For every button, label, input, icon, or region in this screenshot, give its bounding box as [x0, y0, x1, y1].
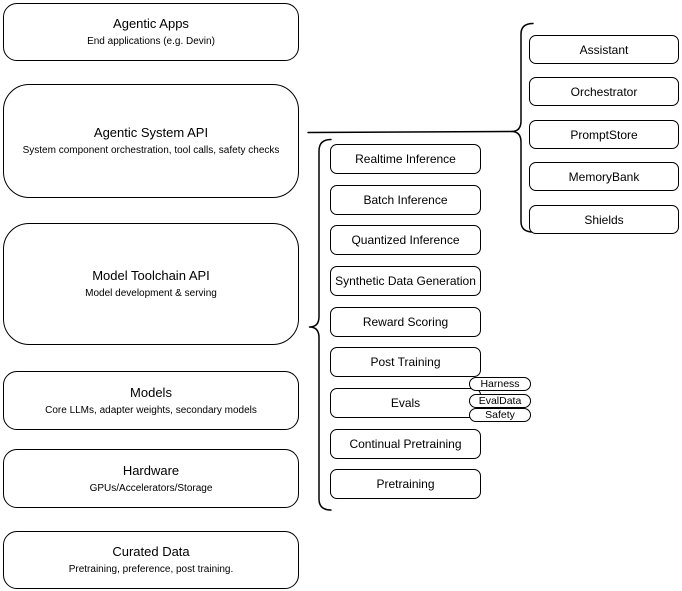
node-subtitle: GPUs/Accelerators/Storage: [89, 482, 213, 494]
node-label: PromptStore: [570, 127, 638, 142]
node-quantized-inference: Quantized Inference: [330, 225, 481, 255]
node-subtitle: Model development & serving: [85, 288, 217, 299]
node-assistant: Assistant: [529, 35, 679, 64]
node-realtime-inference: Realtime Inference: [330, 144, 481, 174]
node-batch-inference: Batch Inference: [330, 185, 481, 215]
node-title: Model Toolchain API: [92, 268, 210, 283]
node-agentic-system-api: Agentic System API System component orch…: [3, 84, 299, 198]
node-title: Models: [130, 384, 172, 400]
pill-label: EvalData: [478, 394, 522, 407]
node-pretraining: Pretraining: [330, 469, 481, 499]
pill-harness: Harness: [469, 377, 531, 391]
node-label: Synthetic Data Generation: [335, 274, 476, 288]
node-hardware: Hardware GPUs/Accelerators/Storage: [3, 449, 299, 508]
node-label: Continual Pretraining: [349, 437, 462, 451]
pill-safety: Safety: [469, 408, 531, 422]
node-memorybank: MemoryBank: [529, 162, 679, 191]
node-label: Batch Inference: [363, 193, 448, 207]
node-label: Evals: [390, 396, 421, 410]
node-title: Agentic Apps: [113, 16, 189, 31]
node-model-toolchain-api: Model Toolchain API Model development & …: [3, 223, 299, 345]
node-label: Shields: [584, 212, 624, 227]
node-label: Orchestrator: [570, 84, 638, 99]
pill-label: Harness: [480, 377, 520, 390]
node-subtitle: End applications (e.g. Devin): [87, 36, 215, 47]
node-label: Post Training: [370, 355, 441, 369]
node-title: Agentic System API: [93, 125, 209, 140]
node-label: Reward Scoring: [362, 315, 449, 329]
node-synthetic-data-generation: Synthetic Data Generation: [330, 266, 481, 296]
node-subtitle: System component orchestration, tool cal…: [22, 145, 280, 156]
node-label: Realtime Inference: [355, 152, 456, 166]
node-title: Hardware: [122, 462, 180, 478]
node-subtitle: Core LLMs, adapter weights, secondary mo…: [45, 404, 257, 416]
pill-evaldata: EvalData: [469, 394, 531, 408]
node-orchestrator: Orchestrator: [529, 77, 679, 106]
node-label: Pretraining: [376, 477, 435, 491]
node-post-training: Post Training: [330, 347, 481, 377]
node-label: Assistant: [579, 42, 629, 57]
node-models: Models Core LLMs, adapter weights, secon…: [3, 371, 299, 430]
node-evals: Evals: [330, 388, 481, 418]
toolchain-brace: [308, 138, 332, 511]
node-shields: Shields: [529, 205, 679, 234]
pill-label: Safety: [485, 408, 515, 421]
node-label: MemoryBank: [568, 169, 640, 184]
node-subtitle: Pretraining, preference, post training.: [68, 564, 234, 575]
node-continual-pretraining: Continual Pretraining: [330, 429, 481, 459]
node-reward-scoring: Reward Scoring: [330, 307, 481, 337]
node-curated-data: Curated Data Pretraining, preference, po…: [3, 531, 299, 589]
node-promptstore: PromptStore: [529, 120, 679, 149]
node-label: Quantized Inference: [351, 233, 460, 247]
system-api-connector-line: [307, 130, 513, 134]
node-title: Curated Data: [112, 544, 190, 559]
node-agentic-apps: Agentic Apps End applications (e.g. Devi…: [3, 3, 299, 61]
